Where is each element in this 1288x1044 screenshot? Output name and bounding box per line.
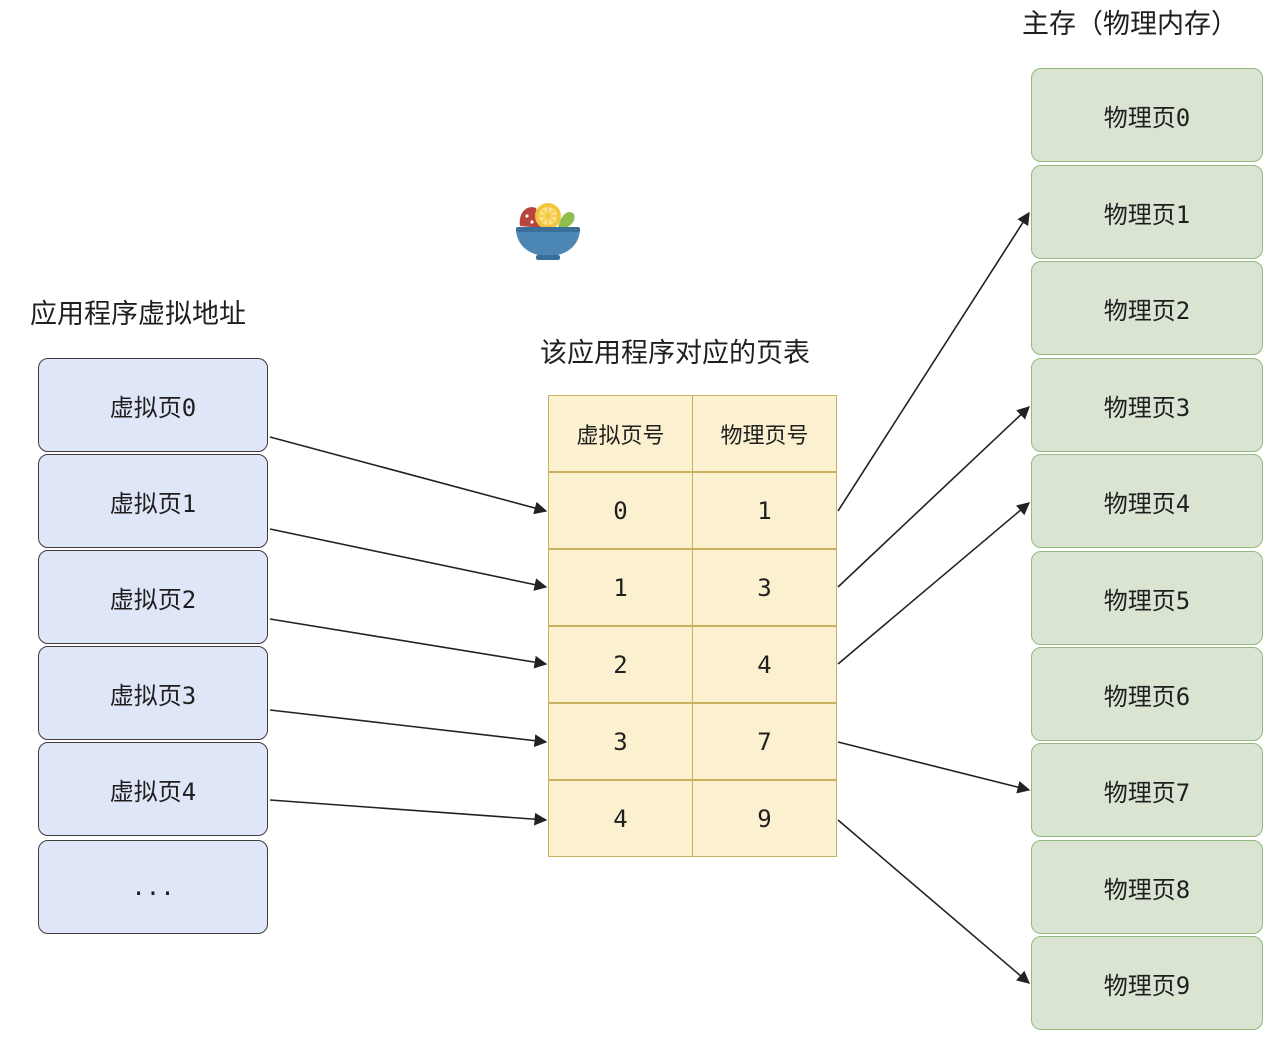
arrow-row-3-to-physical-7 bbox=[837, 741, 1031, 794]
virtual-page-3: 虚拟页3 bbox=[38, 646, 268, 740]
virtual-page-label: 虚拟页3 bbox=[109, 681, 197, 710]
arrow-virtual-4-to-row-4 bbox=[269, 799, 548, 826]
table-cell-value: 7 bbox=[757, 727, 772, 756]
arrow-row-2-to-physical-4 bbox=[837, 502, 1030, 665]
physical-page-2: 物理页2 bbox=[1031, 261, 1263, 355]
arrow-row-4-to-physical-9 bbox=[837, 819, 1030, 984]
virtual-page-1: 虚拟页1 bbox=[38, 454, 268, 548]
table-cell-value: 3 bbox=[613, 727, 628, 756]
table-cell-value: 9 bbox=[757, 804, 772, 833]
table-header-label: 虚拟页号 bbox=[576, 423, 665, 449]
table-cell-virtual: 3 bbox=[548, 703, 693, 780]
physical-page-label: 物理页3 bbox=[1103, 393, 1191, 422]
table-cell-physical: 4 bbox=[692, 626, 837, 703]
arrow-row-1-to-physical-3 bbox=[837, 406, 1030, 588]
table-cell-physical: 9 bbox=[692, 780, 837, 857]
physical-page-9: 物理页9 bbox=[1031, 936, 1263, 1030]
physical-page-label: 物理页7 bbox=[1103, 778, 1191, 807]
table-cell-virtual: 0 bbox=[548, 472, 693, 549]
table-cell-value: 4 bbox=[757, 650, 772, 679]
table-header-physical: 物理页号 bbox=[692, 395, 837, 472]
physical-page-4: 物理页4 bbox=[1031, 454, 1263, 548]
virtual-page-4: 虚拟页4 bbox=[38, 742, 268, 836]
virtual-page-2: 虚拟页2 bbox=[38, 550, 268, 644]
table-cell-value: 4 bbox=[613, 804, 628, 833]
physical-page-1: 物理页1 bbox=[1031, 165, 1263, 259]
fruit-bowl-icon bbox=[516, 203, 580, 260]
physical-page-3: 物理页3 bbox=[1031, 358, 1263, 452]
arrow-virtual-0-to-row-0 bbox=[269, 436, 548, 515]
table-cell-value: 3 bbox=[757, 573, 772, 602]
virtual-page-label: 虚拟页4 bbox=[109, 777, 197, 806]
physical-page-6: 物理页6 bbox=[1031, 647, 1263, 741]
virtual-page-label: 虚拟页0 bbox=[109, 393, 197, 422]
table-cell-physical: 3 bbox=[692, 549, 837, 626]
table-header-virtual: 虚拟页号 bbox=[548, 395, 693, 472]
physical-page-label: 物理页5 bbox=[1103, 586, 1191, 615]
table-cell-physical: 7 bbox=[692, 703, 837, 780]
physical-page-7: 物理页7 bbox=[1031, 743, 1263, 837]
physical-page-label: 物理页0 bbox=[1103, 103, 1191, 132]
arrow-row-0-to-physical-1 bbox=[837, 211, 1030, 512]
arrow-virtual-2-to-row-2 bbox=[269, 618, 548, 669]
physical-page-label: 物理页1 bbox=[1103, 200, 1191, 229]
table-cell-value: 1 bbox=[613, 573, 628, 602]
physical-page-0: 物理页0 bbox=[1031, 68, 1263, 162]
virtual-page-0: 虚拟页0 bbox=[38, 358, 268, 452]
table-cell-virtual: 1 bbox=[548, 549, 693, 626]
physical-page-label: 物理页4 bbox=[1103, 489, 1191, 518]
table-cell-value: 0 bbox=[613, 496, 628, 525]
table-header-label: 物理页号 bbox=[720, 423, 809, 449]
physical-page-label: 物理页2 bbox=[1103, 296, 1191, 325]
physical-page-label: 物理页6 bbox=[1103, 682, 1191, 711]
arrow-virtual-3-to-row-3 bbox=[269, 709, 548, 748]
table-cell-physical: 1 bbox=[692, 472, 837, 549]
physical-page-8: 物理页8 bbox=[1031, 840, 1263, 934]
page-table-title: 该应用程序对应的页表 bbox=[540, 338, 810, 369]
main-memory-title: 主存（物理内存） bbox=[1022, 9, 1238, 40]
table-cell-value: 2 bbox=[613, 650, 628, 679]
virtual-page-ellipsis: ... bbox=[38, 840, 268, 934]
table-cell-virtual: 2 bbox=[548, 626, 693, 703]
physical-page-label: 物理页8 bbox=[1103, 875, 1191, 904]
arrow-virtual-1-to-row-1 bbox=[269, 528, 548, 591]
table-cell-value: 1 bbox=[757, 496, 772, 525]
physical-page-label: 物理页9 bbox=[1103, 971, 1191, 1000]
virtual-page-label: 虚拟页1 bbox=[109, 489, 197, 518]
virtual-address-title: 应用程序虚拟地址 bbox=[30, 299, 246, 330]
physical-page-5: 物理页5 bbox=[1031, 551, 1263, 645]
virtual-page-label: 虚拟页2 bbox=[109, 585, 197, 614]
virtual-page-label: ... bbox=[131, 873, 175, 901]
